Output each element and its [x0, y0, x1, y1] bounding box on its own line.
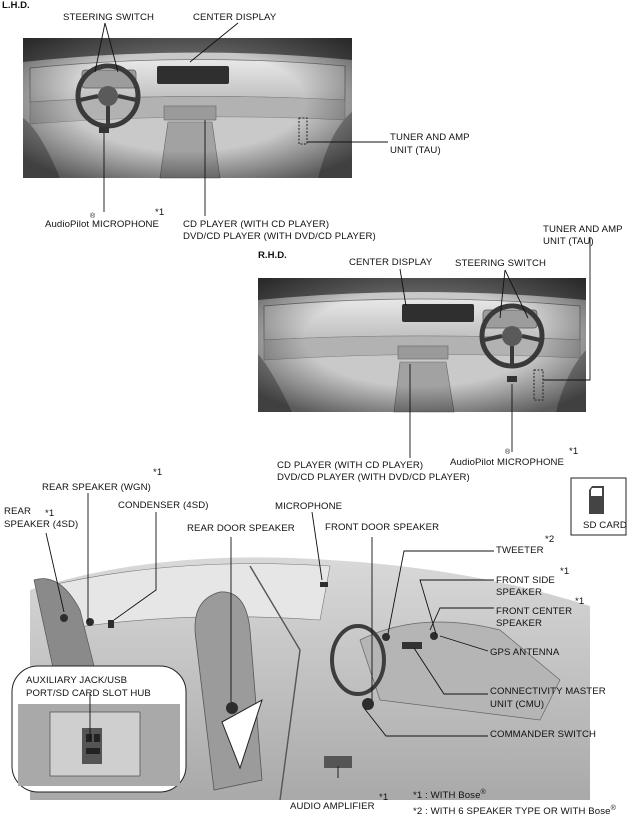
- lhd-audiopilot-note: *1: [155, 207, 165, 218]
- footnote-2: *2 : WITH 6 SPEAKER TYPE OR WITH Bose®: [413, 802, 616, 817]
- cmu-label-2: UNIT (CMU): [490, 699, 545, 710]
- rhd-cd-player-label-2: DVD/CD PLAYER (WITH DVD/CD PLAYER): [277, 472, 470, 483]
- lhd-cd-player-label-1: CD PLAYER (WITH CD PLAYER): [183, 219, 330, 230]
- rhd-tau-label-1: TUNER AND AMP: [543, 224, 623, 235]
- condenser-label: CONDENSER (4SD): [118, 500, 209, 511]
- audio-amplifier-label: AUDIO AMPLIFIER: [290, 801, 375, 812]
- front-side-speaker-label-1: FRONT SIDE: [496, 575, 555, 586]
- rhd-cockpit-image: [258, 278, 586, 413]
- lhd-tau-label-1: TUNER AND AMP: [390, 132, 470, 143]
- lhd-cockpit-image: [23, 38, 352, 179]
- lhd-center-display-label: CENTER DISPLAY: [193, 12, 277, 23]
- rhd-heading: R.H.D.: [258, 250, 287, 261]
- tweeter-note: *2: [545, 534, 555, 545]
- commander-switch-label: COMMANDER SWITCH: [490, 729, 597, 740]
- rear-speaker-4sd-label-1: REAR: [4, 506, 32, 517]
- footnote-1: *1 : WITH Bose®: [413, 786, 486, 801]
- rear-speaker-wgn-label: REAR SPEAKER (WGN): [42, 482, 151, 493]
- sd-card-icon: [570, 477, 627, 536]
- front-center-speaker-label-1: FRONT CENTER: [496, 606, 573, 617]
- lhd-steering-switch-label: STEERING SWITCH: [63, 12, 155, 23]
- rhd-audiopilot-note: *1: [569, 446, 579, 457]
- rhd-cd-player-label-1: CD PLAYER (WITH CD PLAYER): [277, 460, 424, 471]
- lhd-audiopilot-microphone-label: AudioPilot MICROPHONE: [45, 219, 160, 230]
- gps-antenna-label: GPS ANTENNA: [490, 647, 560, 658]
- aux-hub-label-2: PORT/SD CARD SLOT HUB: [26, 688, 151, 699]
- lhd-audiopilot-registered: ®: [90, 213, 96, 220]
- front-side-speaker-note: *1: [560, 566, 570, 577]
- rear-speaker-4sd-note: *1: [45, 508, 55, 519]
- rhd-audiopilot-microphone-label: AudioPilot MICROPHONE: [450, 457, 565, 468]
- leader-lines: [45, 22, 591, 778]
- aux-hub-label-1: AUXILIARY JACK/USB: [26, 675, 128, 686]
- front-door-speaker-label: FRONT DOOR SPEAKER: [325, 522, 440, 533]
- sd-card-label: SD CARD: [583, 520, 627, 531]
- rear-speaker-4sd-label-2: SPEAKER (4SD): [4, 519, 79, 530]
- front-center-speaker-label-2: SPEAKER: [496, 618, 543, 629]
- tweeter-label: TWEETER: [496, 545, 544, 556]
- rear-door-speaker-label: REAR DOOR SPEAKER: [187, 523, 295, 534]
- aux-hub-inset: [11, 665, 263, 793]
- lhd-tau-label-2: UNIT (TAU): [390, 145, 441, 156]
- audio-amplifier-note: *1: [379, 792, 389, 803]
- rear-speaker-wgn-note: *1: [153, 467, 163, 478]
- lhd-cd-player-label-2: DVD/CD PLAYER (WITH DVD/CD PLAYER): [183, 231, 376, 242]
- microphone-label: MICROPHONE: [275, 501, 343, 512]
- front-side-speaker-label-2: SPEAKER: [496, 587, 543, 598]
- lhd-heading: L.H.D.: [2, 0, 30, 11]
- rhd-steering-switch-label: STEERING SWITCH: [455, 258, 547, 269]
- cmu-label-1: CONNECTIVITY MASTER: [490, 686, 606, 697]
- front-center-speaker-note: *1: [575, 596, 585, 607]
- rhd-center-display-label: CENTER DISPLAY: [349, 257, 433, 268]
- rhd-tau-label-2: UNIT (TAU): [543, 236, 594, 247]
- rhd-audiopilot-registered: ®: [505, 449, 511, 456]
